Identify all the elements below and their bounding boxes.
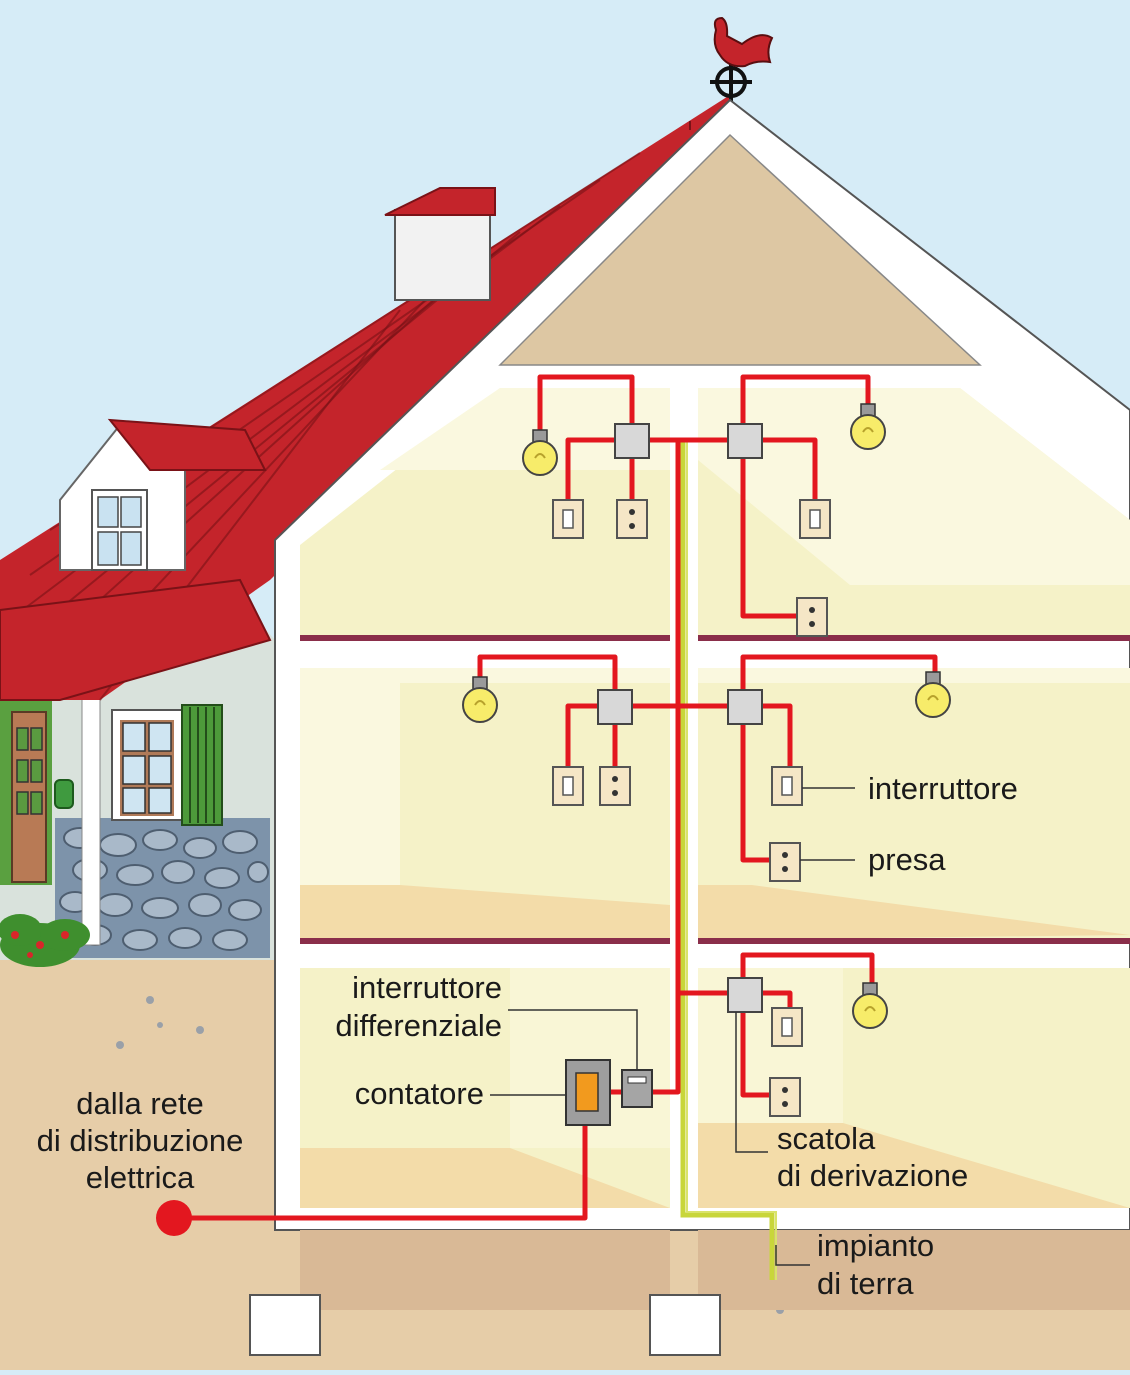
power-socket-icon [769,842,801,882]
roof [0,95,735,701]
light-switch-icon [799,499,831,539]
power-socket-icon [599,766,631,806]
lightbulb-icon [852,982,888,1029]
junction-box-icon [597,689,633,725]
lightbulb-icon [462,676,498,723]
switches [552,499,831,1047]
label-scatola-line2: di derivazione [777,1158,968,1193]
residual-current-breaker [621,1069,653,1108]
junction-box-icon [727,423,763,459]
label-rete-line3: elettrica [86,1160,195,1195]
junction-box-icon [727,977,763,1013]
sockets [599,499,828,1117]
light-switch-icon [552,766,584,806]
leader-lines [490,787,855,1266]
light-switch-icon [771,1007,803,1047]
weathervane-icon [710,16,774,105]
power-socket-icon [769,1077,801,1117]
label-impianto-terra-line1: impianto [817,1228,934,1263]
lightbulb-icon [915,671,951,718]
junction-box-icon [614,423,650,459]
lightbulb-icon [850,403,886,450]
light-switch-icon [552,499,584,539]
wiring [174,374,938,1221]
label-presa: presa [868,842,946,877]
network-supply-point [156,1200,192,1236]
junction-boxes [597,423,763,1013]
label-rete-line1: dalla rete [76,1086,204,1121]
power-socket-icon [616,499,648,539]
label-scatola-line1: scatola [777,1121,876,1156]
label-contatore: contatore [355,1076,484,1111]
house-frame [249,98,1130,1356]
label-impianto-terra-line2: di terra [817,1266,914,1301]
meter [565,1059,611,1126]
light-switch-icon [771,766,803,806]
power-socket-icon [796,597,828,637]
lightbulb-icon [522,429,558,476]
label-interruttore-differenziale-line1: interruttore [352,970,502,1005]
junction-box-icon [727,689,763,725]
label-interruttore: interruttore [868,771,1018,806]
label-rete-line2: di distribuzione [37,1123,244,1158]
light-bulbs [462,403,951,1029]
label-interruttore-differenziale-line2: differenziale [335,1008,502,1043]
